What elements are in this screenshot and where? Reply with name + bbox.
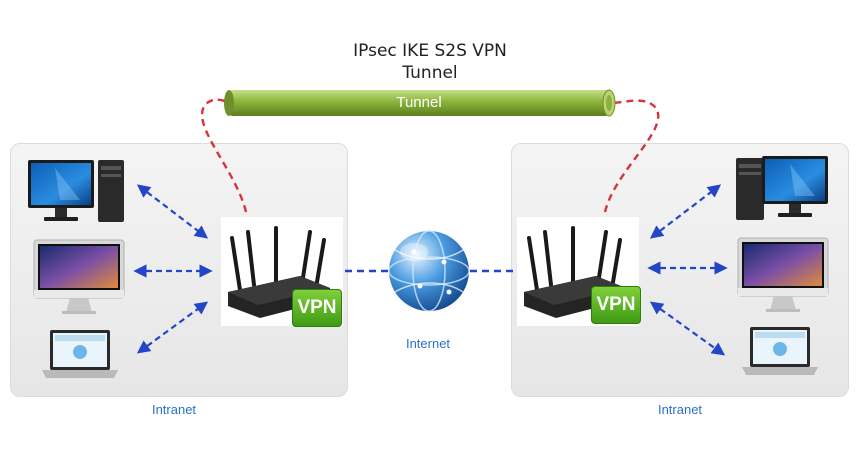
right-lan-link-desktop xyxy=(649,184,722,239)
title-line-1: IPsec IKE S2S VPN xyxy=(353,41,507,61)
left-tunnel-link xyxy=(200,98,248,213)
right-vpn-badge: VPN xyxy=(591,286,641,324)
title-line-2: Tunnel xyxy=(402,63,458,83)
left-vpn-badge: VPN xyxy=(292,289,342,327)
left-intranet-label: Intranet xyxy=(151,402,197,417)
laptop-icon xyxy=(742,327,818,375)
desktop-tower-icon xyxy=(736,156,828,220)
globe-icon xyxy=(388,230,470,312)
right-intranet-label: Intranet xyxy=(657,402,703,417)
right-lan-link-laptop xyxy=(649,301,726,356)
router-icon xyxy=(228,226,330,318)
right-tunnel-link xyxy=(603,99,660,213)
internet-label: Internet xyxy=(405,336,451,351)
left-lan-link-laptop xyxy=(136,301,209,354)
left-lan-link-desktop xyxy=(136,184,209,239)
desktop-tower-icon xyxy=(28,160,124,222)
laptop-icon xyxy=(42,330,118,378)
imac-icon xyxy=(737,237,829,312)
tunnel-label: Tunnel xyxy=(396,94,442,111)
imac-icon xyxy=(33,239,125,314)
tunnel-tube xyxy=(224,89,616,117)
diagram-title: IPsec IKE S2S VPN Tunnel xyxy=(0,40,860,84)
